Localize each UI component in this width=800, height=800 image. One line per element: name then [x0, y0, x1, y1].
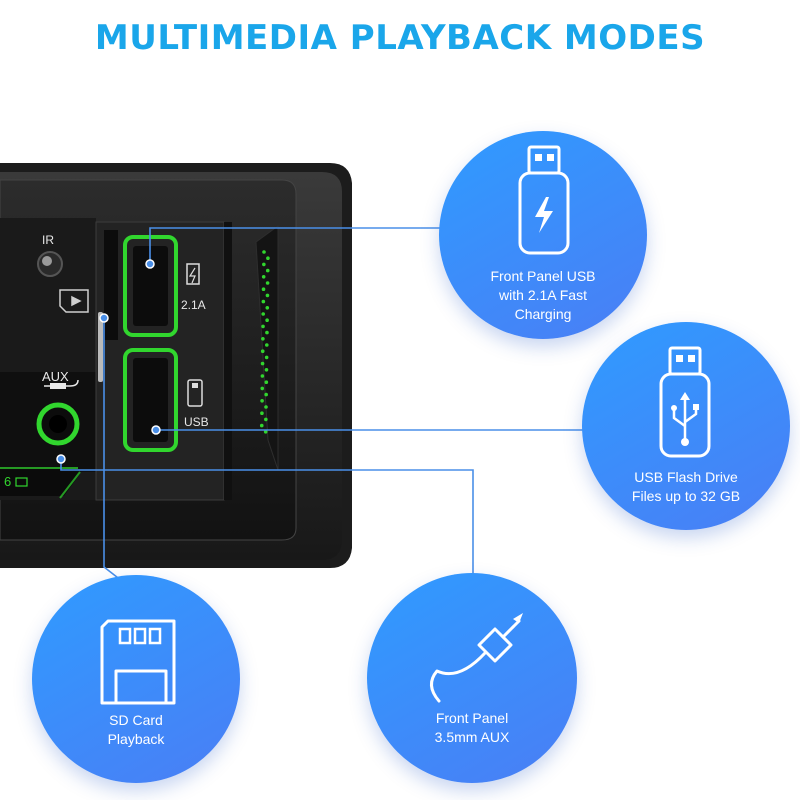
usb-charge-label: 2.1A	[181, 298, 206, 312]
led-dot	[259, 423, 264, 428]
feature-caption: Front Panel 3.5mm AUX	[367, 709, 577, 747]
feature-caption: USB Flash Drive Files up to 32 GB	[582, 468, 790, 506]
usb-charging-icon	[518, 145, 570, 255]
caption-line: Playback	[107, 731, 165, 747]
sd-card-icon	[100, 619, 176, 705]
led-dot	[266, 256, 270, 261]
led-dot	[261, 324, 265, 329]
ir-label: IR	[42, 233, 54, 247]
usb-flash-drive-icon	[659, 346, 711, 458]
led-dot	[264, 368, 269, 372]
led-dot	[265, 330, 269, 335]
corner-digit: 6	[4, 474, 11, 489]
led-dot	[265, 318, 269, 323]
led-dot	[260, 386, 265, 391]
led-dot	[265, 268, 270, 273]
led-strip	[259, 250, 270, 434]
usb-data-port	[123, 348, 178, 452]
led-dot	[261, 299, 266, 304]
led-dot	[261, 337, 265, 341]
caption-line: Charging	[514, 306, 572, 322]
page-title: MULTIMEDIA PLAYBACK MODES	[94, 18, 706, 58]
led-dot	[264, 380, 269, 385]
caption-line: 3.5mm AUX	[434, 729, 510, 745]
usb-label: USB	[184, 415, 209, 429]
led-dot	[262, 250, 266, 254]
led-dot	[260, 411, 264, 416]
caption-line: with 2.1A Fast	[499, 287, 587, 303]
sd-card-slot	[104, 230, 118, 340]
caption-line: Front Panel	[435, 710, 509, 726]
led-dot	[265, 306, 270, 310]
led-dot	[264, 405, 268, 409]
led-dot	[265, 281, 270, 285]
feature-caption: SD Card Playback	[32, 711, 240, 749]
aux-label: AUX	[42, 369, 69, 384]
led-dot	[264, 417, 268, 422]
caption-line: USB Flash Drive	[634, 469, 738, 485]
led-dot	[265, 343, 269, 347]
caption-line: Front Panel USB	[490, 268, 596, 284]
feature-aux: Front Panel 3.5mm AUX	[367, 573, 577, 783]
led-dot	[261, 275, 266, 279]
led-dot	[260, 399, 264, 403]
led-dot	[265, 293, 270, 298]
led-dot	[264, 355, 269, 360]
led-dot	[260, 374, 265, 378]
sd-slot-icon	[59, 289, 89, 313]
led-dot	[260, 361, 265, 366]
caption-line: Files up to 32 GB	[631, 488, 741, 504]
led-dot	[263, 430, 268, 434]
led-dot	[260, 349, 265, 354]
feature-usb-charging: Front Panel USB with 2.1A Fast Charging	[439, 131, 647, 339]
led-dot	[261, 287, 266, 292]
feature-usb-flash-drive: USB Flash Drive Files up to 32 GB	[582, 322, 790, 530]
led-dot	[264, 392, 268, 397]
led-dot	[262, 262, 266, 267]
feature-caption: Front Panel USB with 2.1A Fast Charging	[439, 267, 647, 324]
aux-cable-icon	[430, 613, 523, 703]
feature-sd-card: SD Card Playback	[32, 575, 240, 783]
caption-line: SD Card	[109, 712, 163, 728]
led-dot	[261, 312, 266, 316]
